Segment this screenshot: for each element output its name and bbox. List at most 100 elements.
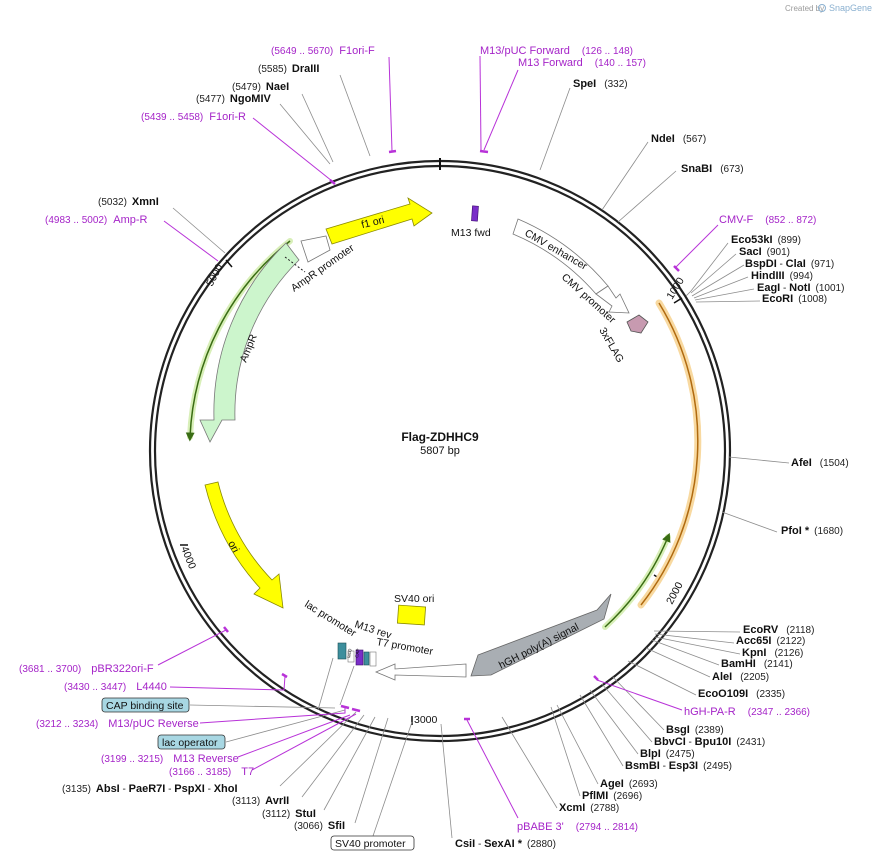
enzyme-alei: AleI(2205) [712,671,769,683]
leader-sv40-promoter [372,721,413,837]
leader-cmv-f [675,224,719,268]
leader-amp-r [163,220,219,262]
leader-eagi [694,288,755,301]
green-arc-left [185,240,291,442]
tick-1000-mark [673,297,683,304]
ampr-junction [284,256,306,273]
cmv-promoter-feature [595,285,630,314]
m13-fwd-label: M13 fwd [451,227,491,239]
lac-operator-box [157,734,226,750]
leader-draiii [339,74,371,157]
leader-t7 [251,713,357,771]
enzyme-pfoi: PfoI *(1680) [781,525,843,537]
leader-f1ori-r [252,117,333,182]
primer-f1ori-f: (5649 .. 5670)F1ori-F [271,45,375,57]
enzyme-agei: AgeI(2693) [600,778,658,790]
leader-bsmbi [579,694,624,767]
primer-amp-r: (4983 .. 5002)Amp-R [45,214,148,226]
enzyme-afei: AfeI(1504) [791,457,849,469]
enzyme-eagi-noti: EagI - NotI(1001) [757,282,844,294]
primer-m13-fwd: M13 Forward(140 .. 157) [518,57,646,69]
primer-mark-hgh-pa-r [593,675,599,681]
lac-o-label: lacO [346,648,353,658]
leader-saci [690,253,737,294]
enzyme-naei: (5479)NaeI [232,81,289,93]
leader-csii [440,723,453,839]
enzyme-csii-sexai: CsiI - SexAI *(2880) [455,838,556,850]
leader-ecoo109i [627,660,697,696]
enzyme-xcmi: XcmI(2788) [559,802,619,814]
primer-m13-reverse: (3199 .. 3215)M13 Reverse [101,753,239,765]
leader-m13-fwd [483,69,519,151]
leader-eco53ki [685,242,729,297]
primer-mark-f1ori-f [388,149,397,154]
primer-pbabe3: pBABE 3'(2794 .. 2814) [517,821,638,833]
enzyme-bamhi: BamHI(2141) [721,658,793,670]
enzyme-acc65i: Acc65I(2122) [736,635,805,647]
green-arc-right [604,532,671,628]
tick-3000: 3000 [414,714,438,726]
t7-promoter-feature [369,651,377,667]
primer-mark-l4440 [281,672,288,679]
credit-text: Created by [785,4,824,13]
leader-agei [556,704,599,785]
sv40-promoter-label: SV40 promoter [335,838,406,850]
plasmid-name: Flag-ZDHHC9 [401,430,479,444]
leader-alei [645,647,711,678]
leader-m13-puc-rev [199,707,346,724]
enzyme-stui: (3112)StuI [262,808,316,820]
leader-blpi [589,689,639,755]
lac-promoter-label: lac promoter [302,598,358,639]
leader-kpni [654,636,741,655]
leader-acc65i [654,633,735,644]
leader-lac-operator [225,709,346,743]
primer-cmv-f: CMV-F(852 .. 872) [719,214,816,226]
leader-cap-binding [189,704,336,709]
enzyme-blpi: BlpI(2475) [640,748,695,760]
primer-hgh-pa-r: hGH-PA-R(2347 .. 2366) [684,706,810,718]
snapgene-logo-icon [818,4,826,12]
leader-m13-reverse [237,714,351,758]
enzyme-saci: SacI(901) [739,246,790,258]
leader-bspdi [691,264,745,297]
leader-hindiii [693,276,749,299]
f1-ori-feature [325,197,433,245]
flag-label: 3xFLAG [596,326,626,365]
primer-m13-puc-rev: (3212 .. 3234)M13/pUC Reverse [36,718,199,730]
enzyme-sfii: (3066)SfiI [294,820,345,832]
sv40-promoter-feature [374,663,467,681]
enzyme-bsmbi-esp3i: BsmBI - Esp3I(2495) [625,760,732,772]
sv40-ori-label: SV40 ori [394,593,434,605]
leader-lac-feature [339,665,355,706]
sv40-promoter-box [330,835,415,851]
flag-feature [626,314,649,334]
enzyme-absi-group: (3135)AbsI - PaeR7I - PspXI - XhoI [62,783,238,795]
primer-mark-m13-fwd [479,149,489,154]
m13-rev-feature [355,649,364,666]
leader-pbabe3 [466,719,519,819]
m13-fwd-feature [471,205,479,222]
enzyme-kpni: KpnI(2126) [742,647,803,659]
leader-bsgi [611,675,665,731]
enzyme-avrii: (3113)AvrII [232,795,289,807]
leader-ngomiv [279,103,331,165]
tick-5000-mark [225,259,233,268]
enzyme-ngomiv: (5477)NgoMIV [196,93,272,105]
primer-m13-puc-fwd: M13/pUC Forward(126 .. 148) [480,45,633,57]
ori-label: ori [225,539,241,555]
primer-mark-t7 [351,707,361,713]
lac-operator-feature [363,651,370,666]
cap-label: CAP [354,648,361,658]
enzyme-pflmi: PflMI(2696) [582,790,642,802]
leader-pbr322ori-f [157,629,227,666]
enzyme-ndei: NdeI(567) [651,133,706,145]
cap-binding-site-box [101,697,190,713]
leader-bbvci [601,683,653,743]
leader-snabi [617,170,677,223]
leader-xmni [172,207,226,254]
enzyme-snabi: SnaBI(673) [681,163,744,175]
enzyme-eco53ki: Eco53kI(899) [731,234,801,246]
leader-m13-puc-fwd [479,55,482,151]
enzyme-ecorv: EcoRV(2118) [743,624,814,636]
enzyme-hindiii: HindIII(994) [751,270,813,282]
